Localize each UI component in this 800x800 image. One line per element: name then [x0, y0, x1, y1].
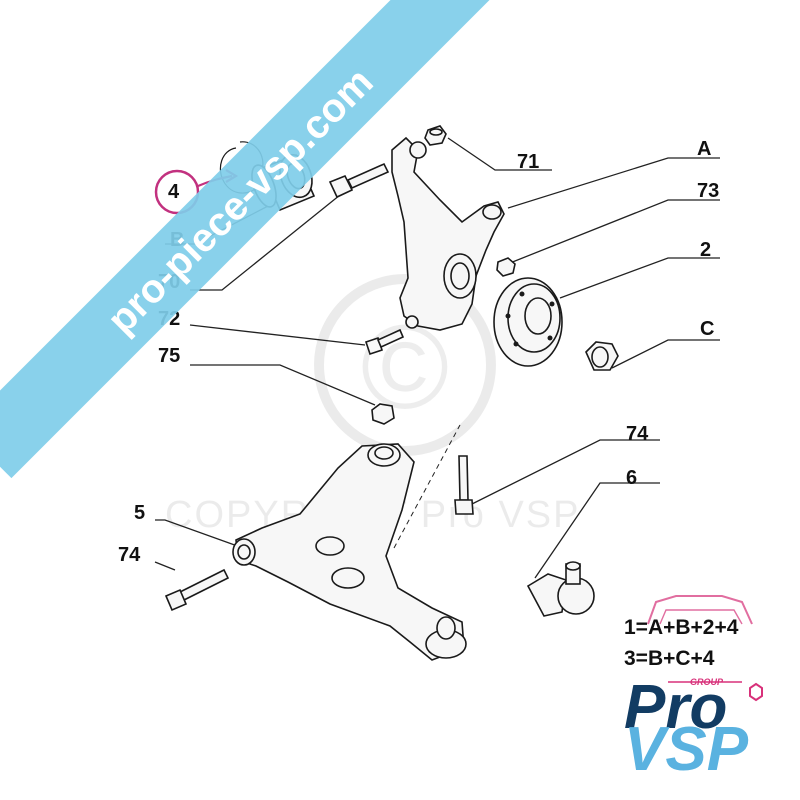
logo-pro-text: Pro	[624, 673, 727, 742]
kit-formulas: 1=A+B+2+4 3=B+C+4	[624, 616, 739, 670]
logo-group-text: GROUP	[690, 677, 724, 687]
callout-5: 5	[134, 502, 145, 524]
bolt-74-left-part	[164, 568, 230, 612]
kit-formula-2: 3=B+C+4	[624, 647, 715, 670]
callout-A: A	[697, 138, 711, 160]
callout-C: C	[700, 318, 714, 340]
hub-nut-part	[585, 341, 619, 371]
leader-lines	[154, 137, 720, 579]
callout-74-left: 74	[118, 544, 141, 566]
nut-75-part	[371, 403, 395, 425]
bolt-70-part	[328, 162, 390, 199]
bolt-72-part	[364, 328, 405, 356]
callout-71: 71	[517, 151, 539, 173]
nut-73-part	[496, 257, 516, 277]
bolt-74-top-part	[454, 455, 474, 515]
callout-4: 4	[168, 181, 180, 203]
kit-formula-1: 1=A+B+2+4	[624, 616, 739, 639]
callout-74-top: 74	[626, 423, 649, 445]
pro-vsp-logo: GROUP Pro VSP	[624, 595, 763, 784]
logo-vsp-text: VSP	[624, 715, 749, 784]
wheel-hub-part	[493, 277, 563, 367]
callout-73: 73	[697, 180, 719, 202]
callout-2: 2	[700, 239, 711, 261]
callout-6: 6	[626, 467, 637, 489]
lower-control-arm-part	[232, 424, 467, 661]
nut-71-part	[424, 125, 447, 146]
steering-knuckle-part	[391, 136, 505, 331]
callout-75: 75	[158, 345, 180, 367]
ball-joint-part	[526, 561, 595, 617]
